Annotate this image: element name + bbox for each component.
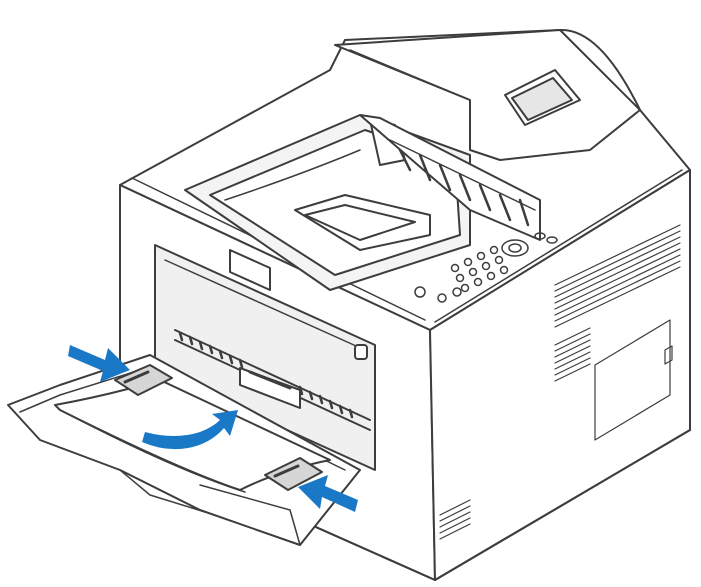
side-vents <box>439 224 681 540</box>
paper-width-guides <box>114 364 323 491</box>
front-opening <box>154 244 376 471</box>
arrow-right-icon <box>68 345 130 382</box>
control-panel <box>334 29 641 161</box>
curved-arrow-icon <box>142 410 238 450</box>
keypad <box>414 232 558 303</box>
arrow-left-icon <box>298 475 358 512</box>
exit-rollers <box>359 114 541 241</box>
